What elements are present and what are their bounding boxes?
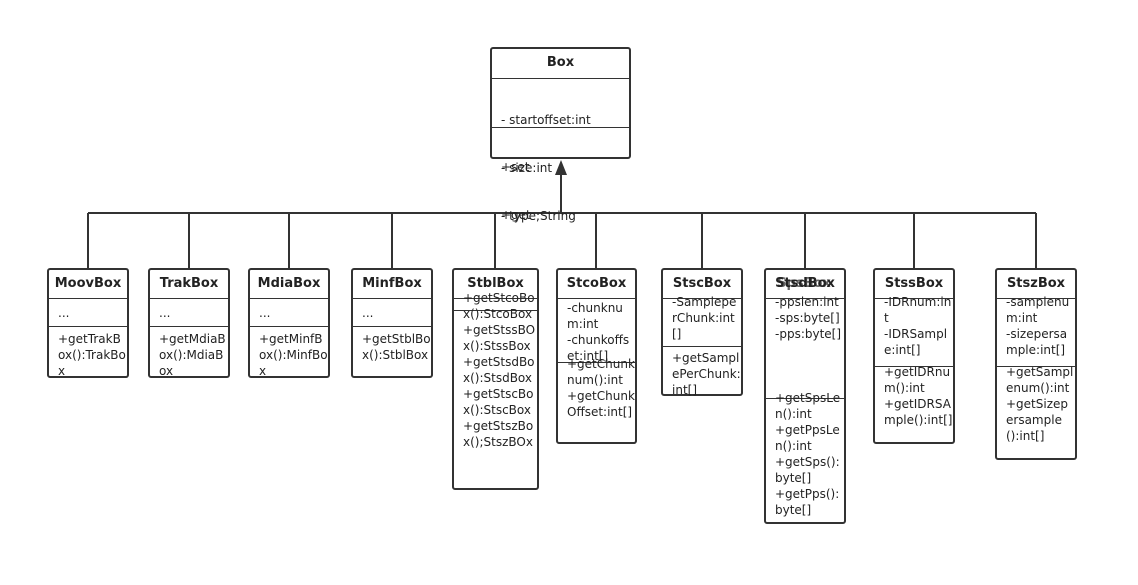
class-title: StssBox	[884, 276, 944, 291]
class-stcobox: StcoBox -chunknum:int -chunkoffset:int[]…	[556, 268, 637, 444]
class-title: Box	[546, 55, 575, 70]
class-mdiabox: MdiaBox ... +getMinfBox():MinfBox	[248, 268, 330, 378]
divider	[663, 298, 741, 299]
divider	[492, 78, 629, 79]
attributes-section: -samplenum:int -sizepersample:int[]	[1006, 295, 1070, 357]
divider	[454, 310, 537, 311]
overlay-title: SpsBox	[777, 276, 831, 291]
methods-section: +getMdiaBox():MdiaBox	[159, 332, 226, 378]
divider	[49, 326, 127, 327]
divider	[250, 326, 328, 327]
class-title: StszBox	[1006, 276, 1066, 291]
divider	[250, 298, 328, 299]
methods-section: +getChunknum():int +getChunkOffset:int[]	[567, 357, 635, 419]
attributes-section: -SampleperChunk:int[]	[672, 295, 737, 341]
attribute-line: - type;String	[501, 209, 576, 223]
divider	[875, 298, 953, 299]
attribute-line: - startoffset:int	[501, 113, 591, 127]
class-minfbox: MinfBox ... +getStblBox():StblBox	[351, 268, 433, 378]
divider	[49, 298, 127, 299]
class-stsdbox: StsdBox SpsBox -ppslen:int -sps:byte[] -…	[764, 268, 846, 524]
class-stblbox: StblBox +getStcoBox():StcoBox +getStssBO…	[452, 268, 539, 490]
divider	[150, 326, 228, 327]
class-title: StcoBox	[566, 276, 627, 291]
attribute-line: - size:int	[501, 161, 553, 175]
class-stszbox: StszBox -samplenum:int -sizepersample:in…	[995, 268, 1077, 460]
class-stscbox: StscBox -SampleperChunk:int[] +getSample…	[661, 268, 743, 397]
attributes-section: -IDRnum:int -IDRSample:int[]	[884, 295, 952, 357]
attributes-section: - startoffset:int - size:int - type;Stri…	[492, 79, 629, 256]
attributes-section: -ppslen:int -sps:byte[] -pps:byte[]	[775, 295, 842, 341]
class-title: StblBox	[467, 276, 524, 291]
methods-section: +set +get	[492, 127, 629, 255]
attributes-section: -chunknum:int -chunkoffset:int[]	[567, 301, 630, 363]
divider	[492, 127, 629, 128]
class-stssbox: StssBox -IDRnum:int -IDRSample:int[] +ge…	[873, 268, 955, 444]
class-title: MdiaBox	[257, 276, 321, 291]
divider	[150, 298, 228, 299]
class-moovbox: MoovBox ... +getTrakBox():TrakBox	[47, 268, 129, 378]
attributes-section: ...	[159, 306, 171, 320]
class-title: TrakBox	[159, 276, 219, 291]
divider	[997, 298, 1075, 299]
class-trakbox: TrakBox ... +getMdiaBox():MdiaBox	[148, 268, 230, 378]
class-title: StsdBox	[775, 276, 835, 291]
methods-section: +getIDRnum():int +getIDRSAmple():int[]	[884, 365, 953, 427]
divider	[558, 362, 635, 363]
divider	[997, 366, 1075, 367]
class-box: Box - startoffset:int - size:int - type;…	[490, 47, 631, 223]
class-title: MoovBox	[54, 276, 122, 291]
class-title: MinfBox	[362, 276, 422, 291]
divider	[454, 298, 537, 299]
methods-section: +getSamplenum():int +getSizepersample():…	[1006, 365, 1074, 443]
attributes-section: ...	[362, 306, 374, 320]
divider	[353, 298, 431, 299]
methods-section: +getTrakBox():TrakBox	[58, 332, 126, 378]
divider	[558, 298, 635, 299]
divider	[663, 346, 741, 347]
methods-section: +getSpsLen():int +getPpsLen():int +getSp…	[775, 391, 841, 517]
methods-section: +getMinfBox():MinfBox	[259, 332, 328, 378]
attributes-section: ...	[259, 306, 271, 320]
method-line: +get	[501, 208, 531, 222]
divider	[766, 398, 844, 399]
class-title: StscBox	[672, 276, 732, 291]
attributes-section: ...	[58, 306, 70, 320]
method-line: +set	[501, 160, 530, 174]
methods-section: +getStblBox():StblBox	[362, 332, 431, 362]
divider	[875, 366, 953, 367]
methods-section: +getStcoBox():StcoBox +getStssBOx():Stss…	[463, 291, 536, 449]
divider	[766, 298, 844, 299]
divider	[353, 326, 431, 327]
inheritance-arrowhead	[555, 160, 567, 175]
methods-section: +getSamplePerChunk:int[]	[672, 351, 741, 397]
